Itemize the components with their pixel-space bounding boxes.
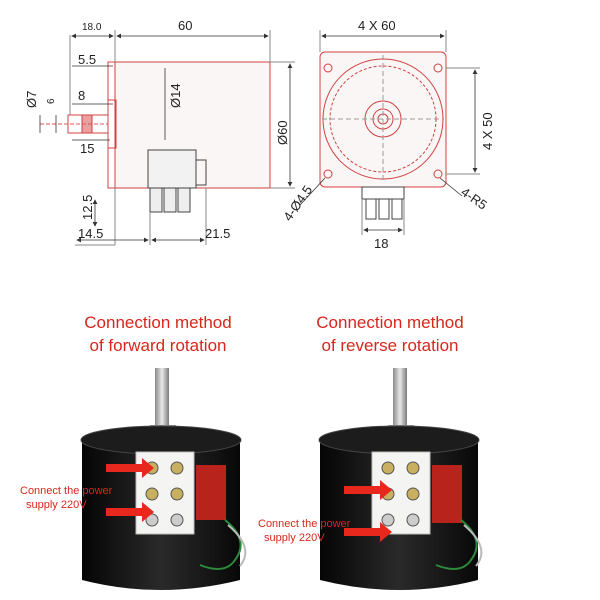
motor-photo-forward: [80, 368, 247, 590]
panel-left-caption-line1: Connect the power: [20, 485, 113, 497]
panel-right-title-line1: Connection method: [316, 313, 463, 332]
dim-phi7: Ø7: [24, 91, 39, 108]
panel-left-title-line2: of forward rotation: [89, 336, 226, 355]
forward-arrows: [106, 458, 154, 522]
dim-phi60: Ø60: [275, 120, 290, 145]
panel-left-title-line1: Connection method: [84, 313, 231, 332]
dim-60-length: 60: [178, 18, 192, 33]
dim-phi14: Ø14: [168, 83, 183, 108]
motor-photo-reverse: [318, 368, 483, 590]
dim-21-5: 21.5: [205, 226, 230, 241]
side-view-dimensions: [39, 33, 293, 243]
dim-radius: 4-R5: [458, 184, 490, 212]
panel-right-caption-line2: supply 220V: [264, 532, 325, 544]
panel-left-caption-line2: supply 220V: [26, 499, 87, 511]
dim-holes: 4-Ø4.5: [280, 183, 315, 224]
reverse-arrows: [344, 480, 392, 542]
dim-12-5: 12.5: [80, 195, 95, 220]
dim-14-5: 14.5: [78, 226, 103, 241]
panel-right-caption-line1: Connect the power: [258, 518, 351, 530]
dim-8: 8: [78, 88, 85, 103]
panel-right-title-line2: of reverse rotation: [321, 336, 458, 355]
dim-4x60: 4 X 60: [358, 18, 396, 33]
dim-18-0: 18.0: [82, 22, 102, 33]
side-view-drawing: [40, 30, 295, 246]
dim-6: 6: [46, 98, 57, 104]
dim-5-5: 5.5: [78, 52, 96, 67]
front-view-dimensions: [299, 33, 478, 233]
dim-18-terminal: 18: [374, 236, 388, 251]
dim-15: 15: [80, 141, 94, 156]
dim-4x50: 4 X 50: [480, 112, 495, 150]
front-view-drawing: [319, 30, 480, 235]
